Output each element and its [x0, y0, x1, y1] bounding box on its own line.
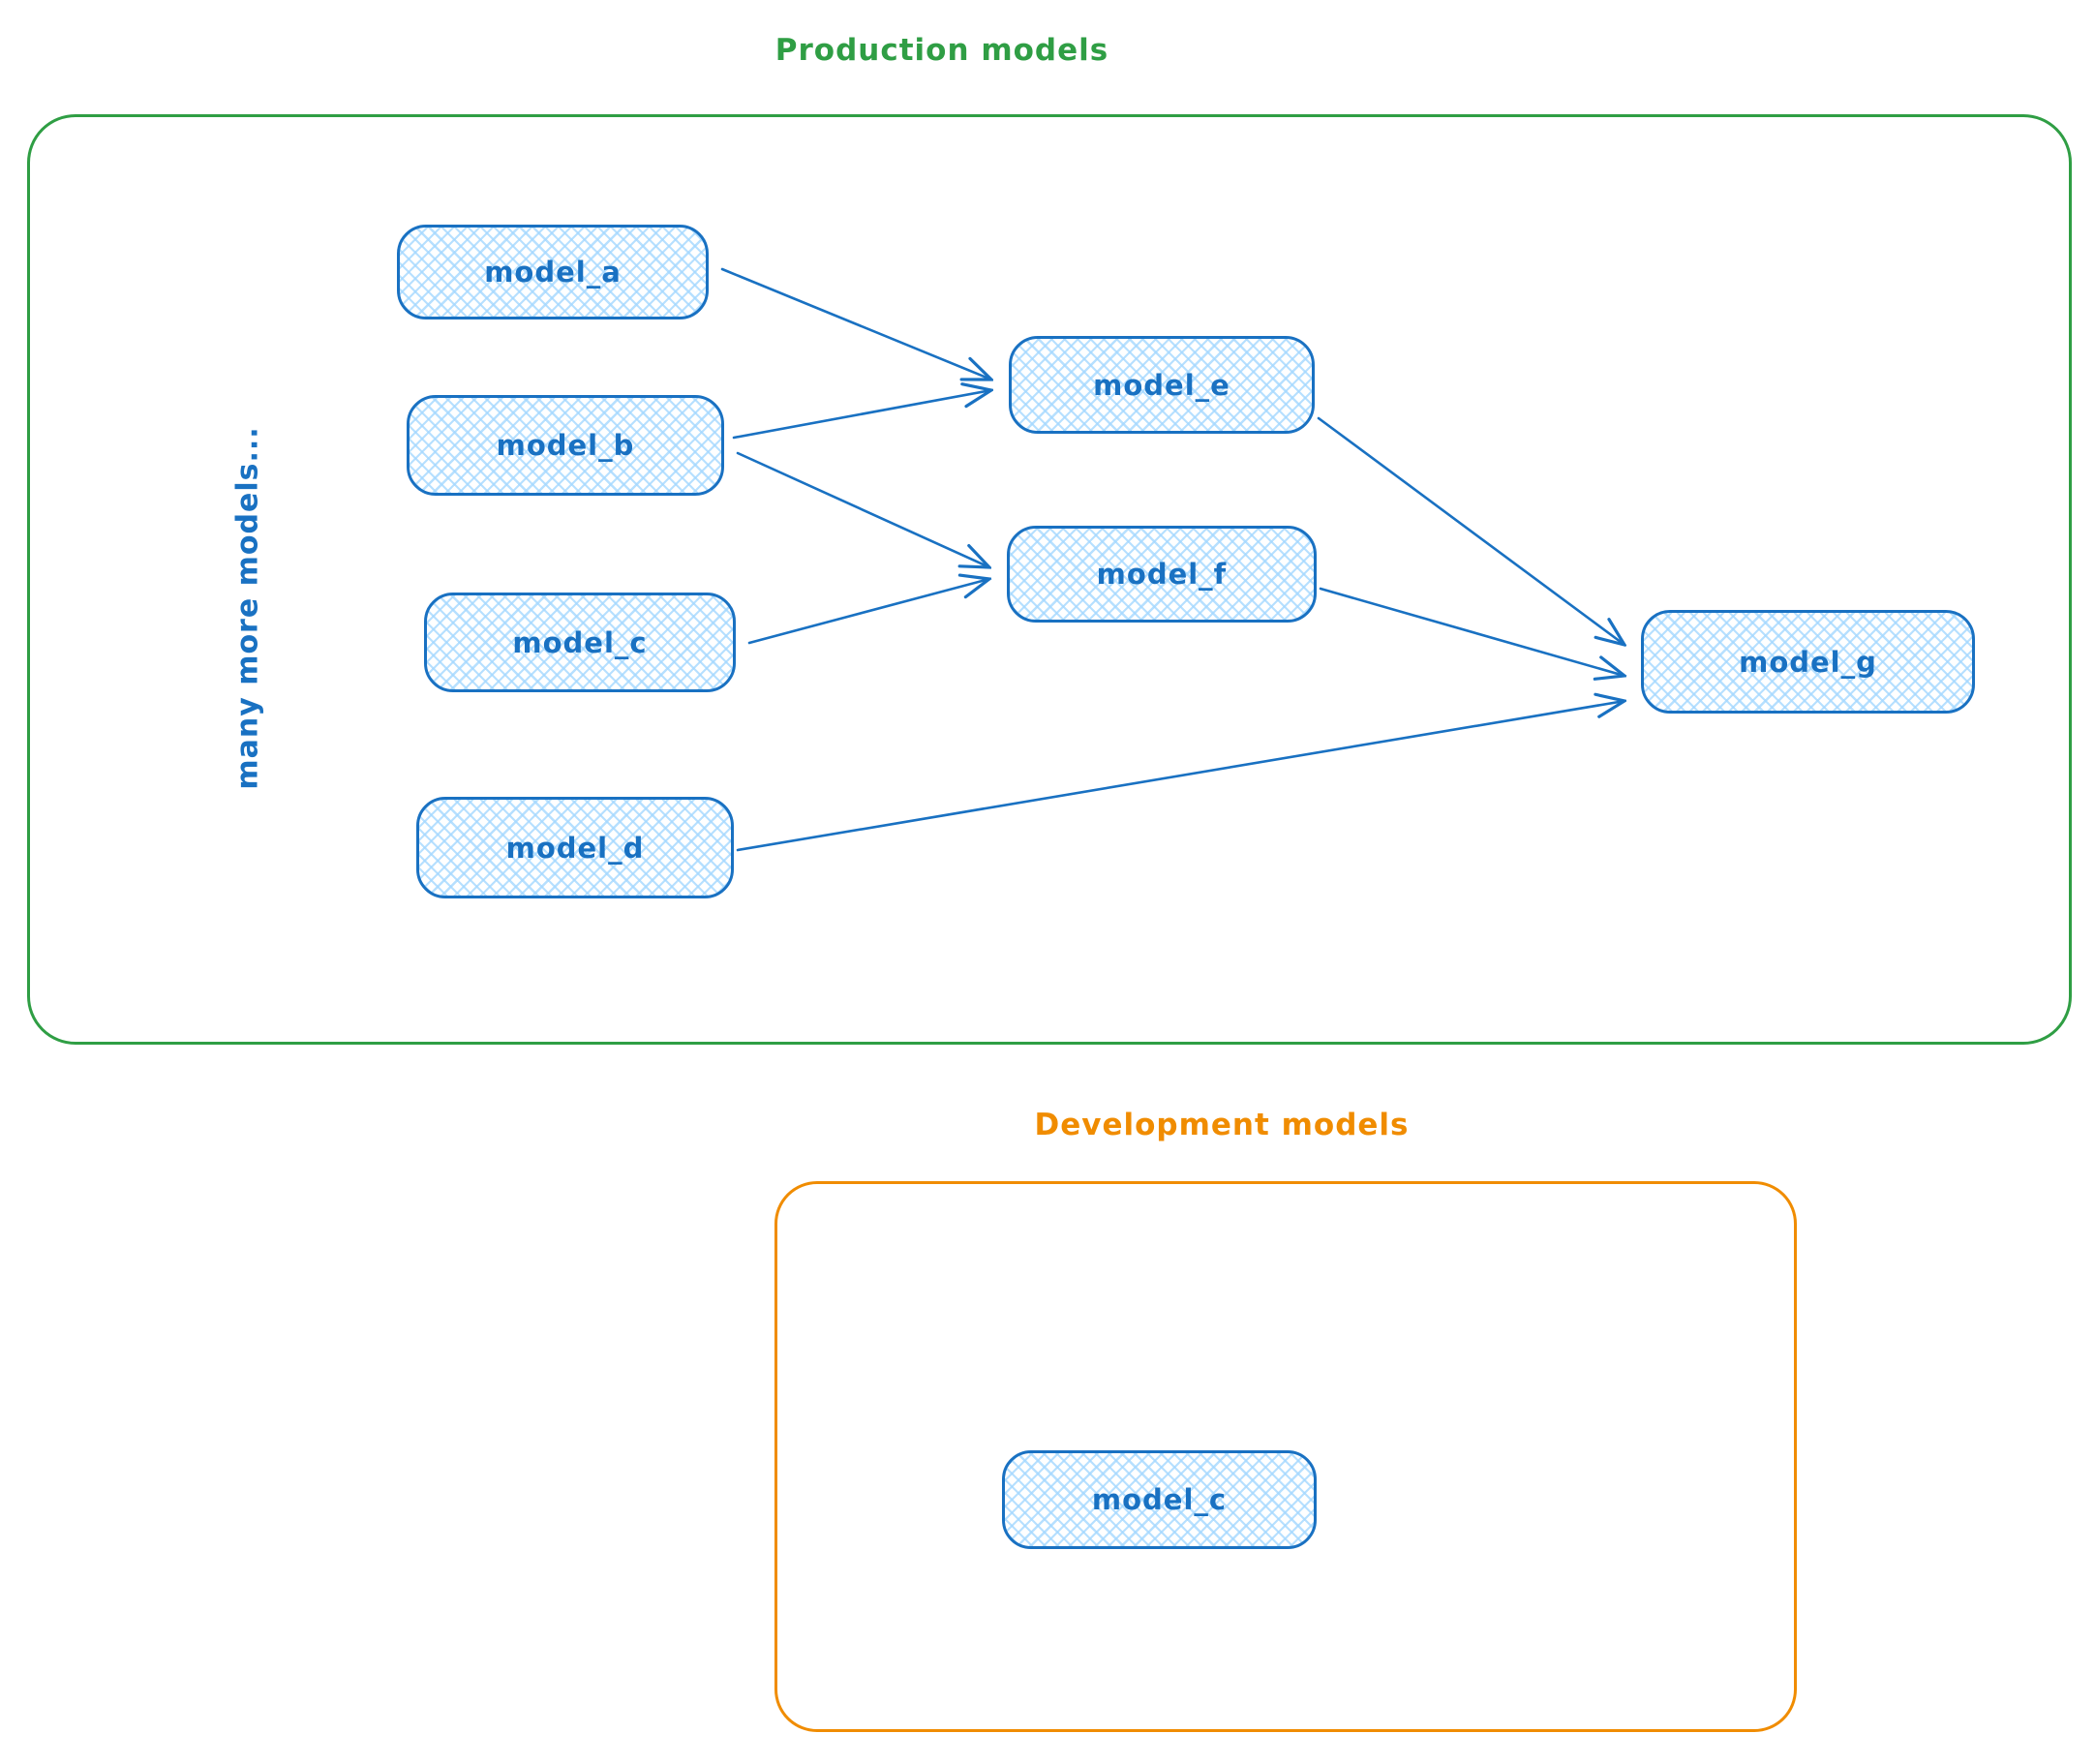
- node-model-f-label: model_f: [1096, 558, 1228, 591]
- node-model-c-label: model_c: [512, 625, 648, 659]
- node-dev-model-c-label: model_c: [1091, 1483, 1228, 1516]
- development-group-box: [774, 1181, 1797, 1732]
- node-model-b: model_b: [407, 395, 724, 496]
- node-dev-model-c: model_c: [1002, 1450, 1317, 1549]
- node-model-a: model_a: [397, 225, 709, 319]
- node-model-e-label: model_e: [1093, 368, 1230, 402]
- node-model-g-label: model_g: [1739, 645, 1877, 679]
- many-more-models-note: many more models...: [230, 426, 265, 790]
- node-model-b-label: model_b: [496, 429, 635, 462]
- node-model-d: model_d: [416, 797, 734, 898]
- node-model-g: model_g: [1641, 610, 1975, 714]
- node-model-e: model_e: [1009, 336, 1315, 434]
- node-model-d-label: model_d: [505, 831, 645, 865]
- node-model-c: model_c: [424, 593, 736, 692]
- development-group-title: Development models: [1034, 1108, 1410, 1142]
- node-model-f: model_f: [1007, 526, 1317, 623]
- production-group-title: Production models: [774, 33, 1109, 68]
- production-group-box: [27, 114, 2072, 1045]
- node-model-a-label: model_a: [484, 256, 622, 289]
